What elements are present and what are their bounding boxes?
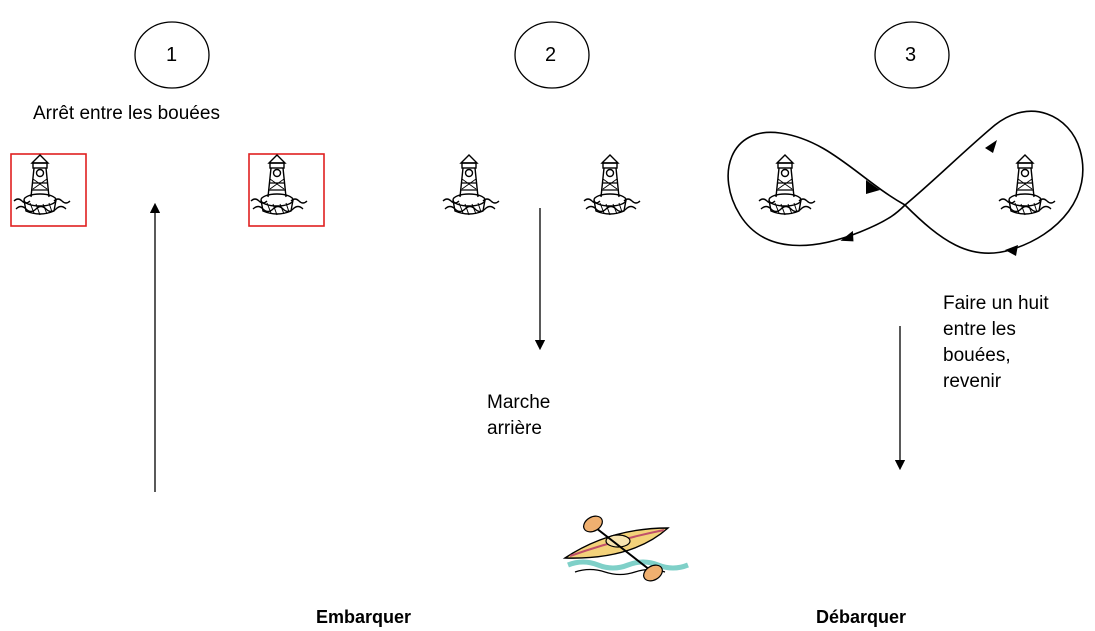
step-circle-2: [514, 21, 590, 89]
buoy-icon: [758, 154, 816, 216]
label-disembark: Débarquer: [816, 607, 907, 627]
figure-eight-arrowhead: [840, 230, 854, 242]
step-number-1: 1: [166, 44, 178, 66]
kayak-icon: [562, 515, 689, 582]
figure-eight-arrowhead: [866, 180, 880, 194]
label-stop-between-buoys: Arrêt entre les bouées: [33, 103, 220, 124]
label-embark: Embarquer: [316, 607, 412, 627]
buoy-highlight-box-right: [248, 153, 325, 227]
step-circle-1: [134, 21, 210, 89]
figure-eight-path: [727, 110, 1084, 255]
buoy-icon: [13, 154, 71, 216]
step-number-2: 2: [545, 44, 557, 66]
label-figure-eight: Faire un huit entre les bouées, revenir: [943, 293, 1049, 392]
buoy-icon: [998, 154, 1056, 216]
step-circle-3: [874, 21, 950, 89]
label-reverse: Marche arrière: [487, 392, 551, 439]
buoy-icon: [250, 154, 308, 216]
step-number-3: 3: [905, 44, 917, 66]
buoy-highlight-box-left: [10, 153, 87, 227]
buoy-icon: [583, 154, 641, 216]
figure-eight-arrowhead: [985, 140, 997, 153]
figure-eight-arrowhead: [1005, 245, 1018, 256]
buoy-icon: [442, 154, 500, 216]
